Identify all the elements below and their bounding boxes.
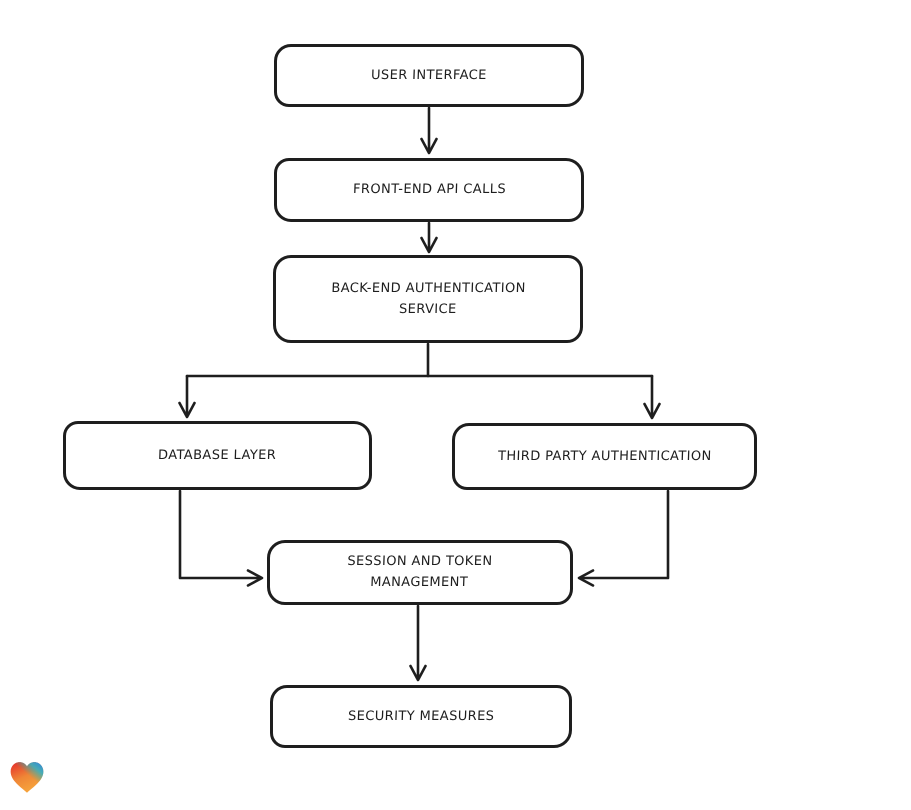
connector-backend-branch <box>178 342 661 420</box>
node-label: SESSION AND TOKEN MANAGEMENT <box>347 554 494 591</box>
node-label: DATABASE LAYER <box>158 447 277 463</box>
node-security-measures: SECURITY MEASURES <box>270 685 572 748</box>
node-label: SECURITY MEASURES <box>347 708 495 724</box>
connector-thirdparty-to-session <box>577 489 670 587</box>
node-label: USER INTERFACE <box>370 67 488 83</box>
node-session-and-token-management: SESSION AND TOKEN MANAGEMENT <box>267 540 573 605</box>
node-label: FRONT-END API CALLS <box>352 182 506 198</box>
node-label: BACK-END AUTHENTICATION SERVICE <box>330 280 526 317</box>
node-label: THIRD PARTY AUTHENTICATION <box>497 448 712 464</box>
node-third-party-authentication: THIRD PARTY AUTHENTICATION <box>452 423 757 490</box>
node-user-interface: USER INTERFACE <box>274 44 584 107</box>
heart-icon <box>10 762 44 793</box>
node-database-layer: DATABASE LAYER <box>63 421 372 490</box>
node-back-end-authentication-service: BACK-END AUTHENTICATION SERVICE <box>273 255 583 343</box>
connector-frontend-to-backend <box>420 221 438 254</box>
connector-ui-to-frontend <box>420 106 438 155</box>
connector-session-to-security <box>409 604 427 682</box>
node-front-end-api-calls: FRONT-END API CALLS <box>274 158 584 222</box>
connector-database-to-session <box>178 489 264 587</box>
